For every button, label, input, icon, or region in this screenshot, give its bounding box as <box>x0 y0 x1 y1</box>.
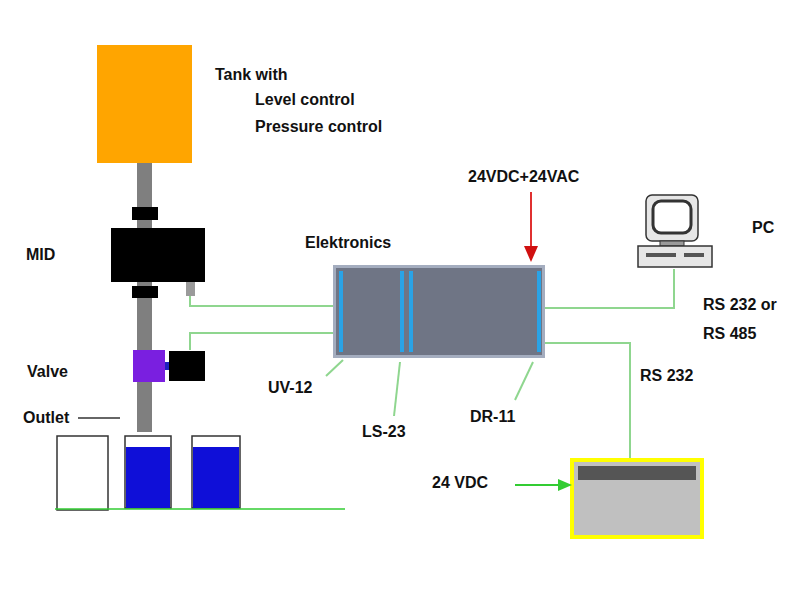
serial-wire <box>545 269 674 308</box>
pipe-coupling <box>132 207 158 220</box>
display-bar <box>578 466 696 480</box>
ground-line <box>55 508 345 510</box>
power-arrowhead <box>524 246 538 262</box>
supply-label: 24 VDC <box>432 473 488 493</box>
supply-label: 24VDC+24VAC <box>468 167 579 187</box>
beaker <box>192 436 240 508</box>
outlet-pipe <box>137 382 152 432</box>
valve-symbol: Valve <box>133 350 205 382</box>
interface-label: RS 232 or RS 485 <box>703 290 787 348</box>
monitor-case <box>646 195 698 241</box>
signal-wire <box>190 333 333 350</box>
node-label: PC <box>752 218 774 238</box>
pc-base <box>638 246 712 267</box>
pc-graphic <box>636 193 714 269</box>
module-label: DR-11 <box>470 407 515 427</box>
node-label: MID <box>26 245 55 265</box>
module-slot <box>339 271 343 352</box>
display-unit <box>572 460 702 537</box>
valve-body <box>133 350 165 382</box>
supply-arrow <box>515 484 560 486</box>
beaker <box>125 436 171 508</box>
leader-line <box>394 362 400 416</box>
valve-stem <box>165 362 169 370</box>
beaker-fluid <box>126 447 170 508</box>
leader-line <box>326 360 343 376</box>
empty-beaker <box>57 436 108 510</box>
power-arrow <box>530 192 532 248</box>
module-slot <box>537 271 541 352</box>
beaker-fluid <box>193 447 239 508</box>
pipe-coupling <box>132 286 158 298</box>
valve-graphic <box>133 350 205 382</box>
serial-wire <box>545 343 630 458</box>
outlet-label: Outlet <box>23 408 69 428</box>
mid-flowmeter: MID <box>111 228 205 282</box>
elec-graphic <box>336 268 542 355</box>
valve-actuator <box>169 351 205 381</box>
pc-icon: PC <box>636 193 714 269</box>
drive-slot <box>646 253 676 257</box>
module-slot <box>400 271 404 352</box>
connector-stub <box>186 282 195 296</box>
leader-line <box>515 362 533 400</box>
drive-slot <box>684 253 704 257</box>
supply-arrowhead <box>558 479 572 491</box>
node-label: Level control <box>255 90 355 110</box>
interface-label: RS 232 <box>640 366 693 386</box>
node-label: Pressure control <box>255 117 382 137</box>
node-label: Valve <box>27 362 68 382</box>
tank-box: Tank withLevel controlPressure control <box>97 45 192 163</box>
node-label: Tank with <box>215 65 288 85</box>
electronics-rack: Elektronics <box>333 265 545 358</box>
monitor-screen <box>653 201 691 233</box>
leader-line <box>78 417 120 419</box>
module-label: LS-23 <box>362 422 406 442</box>
module-label: UV-12 <box>268 378 312 398</box>
node-label: Elektronics <box>305 233 391 253</box>
signal-wire <box>190 282 333 306</box>
module-slot <box>409 271 413 352</box>
